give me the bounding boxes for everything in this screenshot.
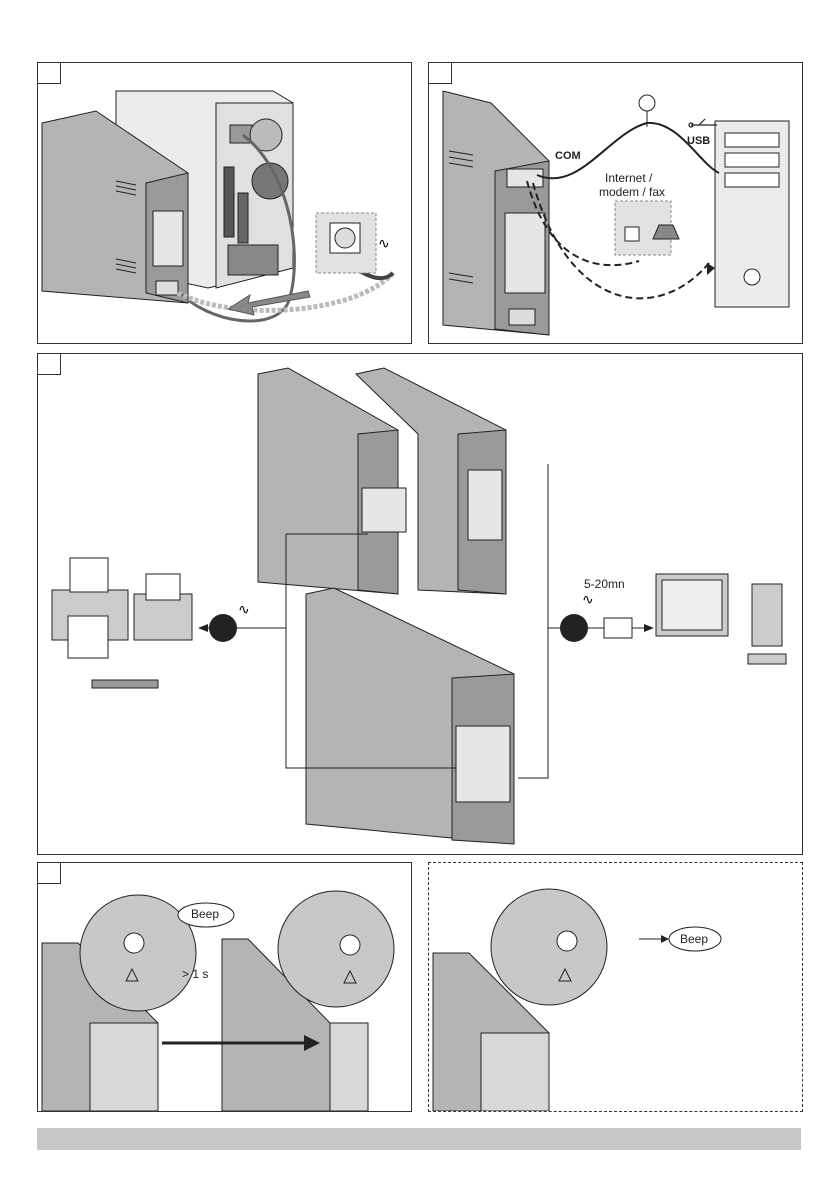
internet-label: Internet / xyxy=(605,171,652,185)
usb-label: USB xyxy=(687,135,710,147)
alternate-illustration xyxy=(429,863,802,1111)
runtime-label: 5-20mn xyxy=(584,577,625,591)
panel-2-communication: COM USB Internet / modem / fax xyxy=(428,62,803,344)
fax-icon xyxy=(134,594,192,640)
com-label: COM xyxy=(555,150,581,162)
ac-symbol-icon-right: ∿ xyxy=(582,592,594,608)
switch-on-illustration xyxy=(38,863,411,1111)
scanner-icon xyxy=(92,680,158,688)
beep-label-2: Beep xyxy=(680,932,708,946)
mains-connection-illustration: ∿ xyxy=(38,63,411,343)
step-number-box-2 xyxy=(429,63,452,84)
power-button-icon xyxy=(124,933,144,953)
ups-outlets xyxy=(505,213,545,293)
press-duration-label: > 1 s xyxy=(182,967,208,981)
power-button-lit-icon xyxy=(340,935,360,955)
button-zoom-right xyxy=(278,891,394,1007)
ac-symbol-icon: ∿ xyxy=(238,602,250,618)
step-number-box-3 xyxy=(38,354,61,375)
beep-label: Beep xyxy=(191,907,219,921)
panel-1-mains-connection: ∿ xyxy=(37,62,412,344)
panel-5-alternate: Beep xyxy=(428,862,803,1112)
modem-fax-label: modem / fax xyxy=(599,185,665,199)
computer-power-button-icon xyxy=(744,269,760,285)
arrow-right-icon xyxy=(661,935,669,943)
software-cd-icon xyxy=(639,95,655,111)
ac-symbol-icon: ∿ xyxy=(378,236,390,252)
step-number-box-1 xyxy=(38,63,61,84)
usb-symbol-icon xyxy=(689,119,717,127)
keyboard-icon xyxy=(748,654,786,664)
battery-icon xyxy=(604,618,632,638)
communication-illustration xyxy=(429,63,802,343)
ups-comm-ports xyxy=(507,169,543,187)
surge-protection-icon xyxy=(209,614,237,642)
panel-4-switch-on: Beep > 1 s xyxy=(37,862,412,1112)
panel-3-equipment: ∿ ∿ 5-20mn xyxy=(37,353,803,855)
footer-bar xyxy=(37,1128,801,1150)
computer-icon xyxy=(752,584,782,646)
ups-large-outlets xyxy=(456,726,510,802)
ups-left-outlets xyxy=(362,488,406,532)
equipment-connection-illustration: ∿ ∿ xyxy=(38,354,802,854)
ups-right-outlets xyxy=(468,470,502,540)
button-zoom xyxy=(491,889,607,1005)
step-number-box-4 xyxy=(38,863,61,884)
ups-input-socket xyxy=(156,281,178,295)
surge-protection-icon-right xyxy=(560,614,588,642)
power-button-icon xyxy=(557,931,577,951)
ups-outlets xyxy=(153,211,183,266)
